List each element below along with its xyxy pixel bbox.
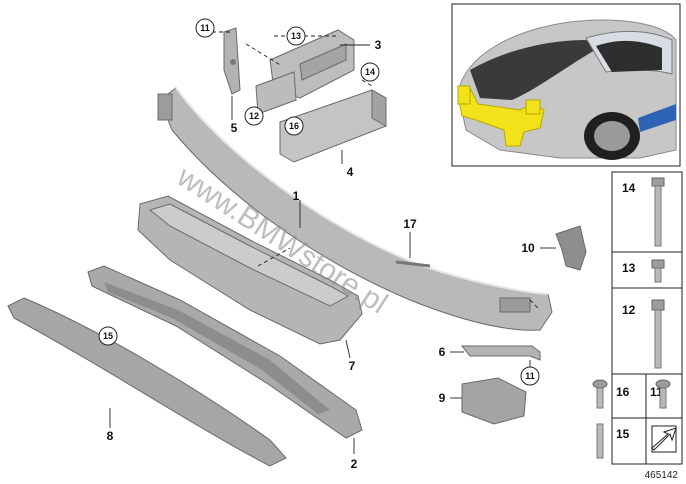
- fastener-table: 14 13 12 16 11 15: [592, 171, 683, 465]
- clip: [555, 225, 587, 271]
- callout-11a-circle: [195, 18, 215, 38]
- absorber: [137, 195, 363, 345]
- callouts: 1 2 3 4 5 6 7 8 9 10 17 11 13 14 12 16 1…: [98, 18, 540, 471]
- screw-11: [655, 379, 671, 409]
- callout-11b: 11: [525, 371, 535, 381]
- callout-8: 8: [107, 429, 114, 443]
- callout-1: 1: [293, 189, 300, 203]
- callout-14: 14: [365, 67, 375, 77]
- bumper-cover-strip: [7, 297, 287, 467]
- highlighted-bumper-carrier: [457, 85, 545, 147]
- bolt-13: [651, 259, 665, 283]
- callout-17: 17: [403, 217, 417, 231]
- callout-2: 2: [351, 457, 358, 471]
- bracket-left: [223, 27, 241, 95]
- bracket-right: [460, 345, 541, 361]
- callout-15: 15: [103, 331, 113, 341]
- callout-12: 12: [249, 111, 259, 121]
- callout-9: 9: [439, 391, 446, 405]
- cover-plate: [461, 377, 527, 425]
- callout-12-circle: [244, 106, 264, 126]
- callout-4: 4: [347, 165, 354, 179]
- bolt-14: [651, 177, 665, 247]
- callout-7: 7: [349, 359, 356, 373]
- fastener-16-label: 16: [616, 385, 630, 399]
- callout-10: 10: [521, 241, 535, 255]
- fastener-14-label: 14: [622, 181, 636, 195]
- screw-16: [592, 379, 608, 409]
- bumper-trim-lower: [87, 265, 363, 439]
- callout-16: 16: [289, 121, 299, 131]
- car-overview-inset: [451, 3, 681, 167]
- fastener-13-label: 13: [622, 261, 636, 275]
- leader-lines: [109, 31, 556, 454]
- crash-box: [255, 71, 387, 163]
- callout-11a: 11: [200, 23, 210, 33]
- callout-15-circle: [98, 326, 118, 346]
- diagram-number: 465142: [645, 470, 679, 481]
- bolt-12: [651, 299, 665, 369]
- fastener-15-label: 15: [616, 427, 630, 441]
- callout-11b-circle: [520, 366, 540, 386]
- callout-13-circle: [286, 26, 306, 46]
- callout-6: 6: [439, 345, 446, 359]
- callout-5: 5: [231, 121, 238, 135]
- callout-3: 3: [375, 38, 382, 52]
- callout-13: 13: [291, 31, 301, 41]
- callout-14-circle: [360, 62, 380, 82]
- expanding-rivet: [395, 260, 431, 268]
- fastener-12-label: 12: [622, 303, 636, 317]
- bumper-carrier-beam: [157, 87, 553, 331]
- pin-15: [596, 423, 604, 459]
- arrow-icon: [651, 425, 677, 453]
- callout-16-circle: [284, 116, 304, 136]
